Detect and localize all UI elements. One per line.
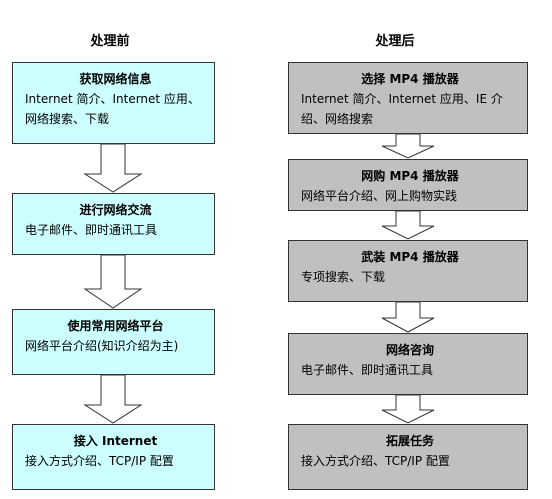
- right-step-3-detail: 专项搜索、下载: [301, 270, 386, 284]
- right-step-2-title: 网购 MP4 播放器: [361, 169, 459, 183]
- left-step-2-title: 进行网络交流: [79, 203, 152, 217]
- right-arrow-4: [381, 395, 435, 424]
- left-step-4-detail: 接入方式介绍、TCP/IP 配置: [25, 454, 174, 468]
- left-step-4-title: 接入 Internet: [73, 434, 158, 448]
- right-arrow-3: [381, 302, 435, 333]
- left-column-heading: 处理前: [90, 34, 130, 49]
- right-step-3: 武装 MP4 播放器 专项搜索、下载: [288, 240, 528, 302]
- right-step-1: 选择 MP4 播放器 Internet 简介、Internet 应用、IE 介绍…: [288, 62, 528, 134]
- right-step-3-title: 武装 MP4 播放器: [361, 250, 459, 264]
- left-step-3-detail: 网络平台介绍(知识介绍为主): [25, 339, 179, 353]
- left-step-4: 接入 Internet 接入方式介绍、TCP/IP 配置: [12, 424, 215, 490]
- right-step-5-detail: 接入方式介绍、TCP/IP 配置: [301, 454, 450, 468]
- right-step-4-title: 网络咨询: [385, 343, 434, 357]
- left-arrow-2: [83, 255, 143, 309]
- left-arrow-3: [83, 375, 143, 424]
- left-step-3: 使用常用网络平台 网络平台介绍(知识介绍为主): [12, 309, 215, 375]
- left-step-2-detail: 电子邮件、即时通讯工具: [25, 223, 158, 237]
- left-arrow-1: [83, 144, 143, 193]
- left-step-2: 进行网络交流 电子邮件、即时通讯工具: [12, 193, 215, 255]
- left-step-3-title: 使用常用网络平台: [67, 319, 164, 333]
- left-step-1: 获取网络信息 Internet 简介、Internet 应用、网络搜索、下载: [12, 62, 215, 144]
- right-step-4: 网络咨询 电子邮件、即时通讯工具: [288, 333, 528, 395]
- left-step-1-detail: Internet 简介、Internet 应用、网络搜索、下载: [25, 92, 200, 126]
- right-step-5-title: 拓展任务: [385, 434, 434, 448]
- right-column-heading: 处理后: [375, 34, 415, 49]
- right-step-4-detail: 电子邮件、即时通讯工具: [301, 363, 434, 377]
- right-step-1-detail: Internet 简介、Internet 应用、IE 介绍、网络搜索: [301, 92, 503, 126]
- right-arrow-1: [381, 134, 435, 159]
- right-step-2-detail: 网络平台介绍、网上购物实践: [301, 189, 458, 203]
- right-step-5: 拓展任务 接入方式介绍、TCP/IP 配置: [288, 424, 528, 490]
- right-step-2: 网购 MP4 播放器 网络平台介绍、网上购物实践: [288, 159, 528, 211]
- right-step-1-title: 选择 MP4 播放器: [361, 72, 459, 86]
- right-arrow-2: [381, 211, 435, 240]
- left-step-1-title: 获取网络信息: [79, 72, 152, 86]
